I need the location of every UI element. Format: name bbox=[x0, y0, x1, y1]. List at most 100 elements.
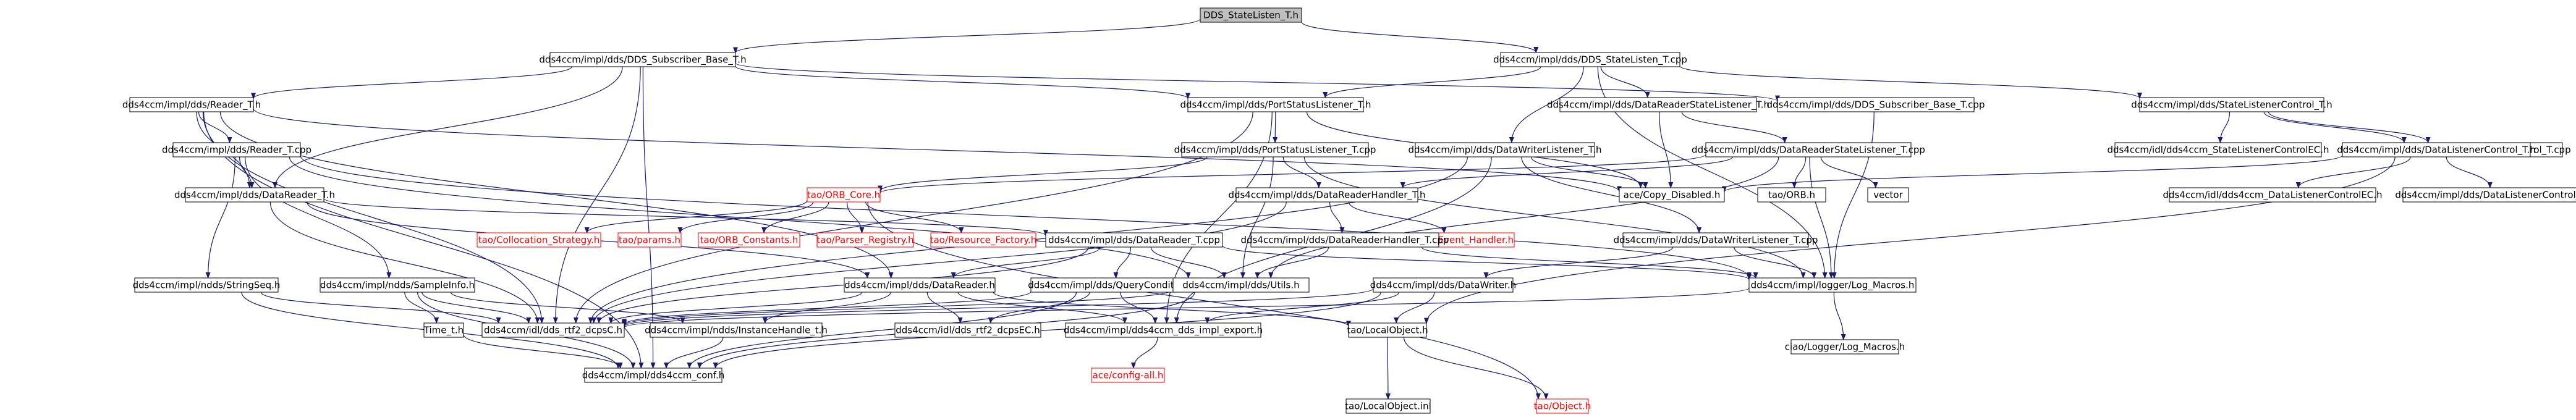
graph-node-drh-cpp[interactable]: dds4ccm/impl/dds/DataReaderHandler_T.cpp bbox=[1241, 232, 1449, 248]
graph-node-drsl-h[interactable]: dds4ccm/impl/dds/DataReaderStateListener… bbox=[1547, 97, 1769, 112]
graph-node-sampleinfo[interactable]: dds4ccm/impl/ndds/SampleInfo.h bbox=[320, 277, 475, 293]
graph-node-event-handler[interactable]: ace/Event_Handler.h bbox=[1417, 232, 1515, 248]
graph-node-orb-h[interactable]: tao/ORB.h bbox=[1757, 187, 1826, 203]
graph-node-tao-object[interactable]: tao/Object.h bbox=[1534, 398, 1591, 414]
node-label: ace/Event_Handler.h bbox=[1418, 235, 1514, 246]
edge-reader_h-to-copy_disabled bbox=[253, 108, 1622, 193]
graph-node-dwl-cpp[interactable]: dds4ccm/impl/dds/DataWriterListener_T.cp… bbox=[1614, 232, 1818, 248]
node-label: dds4ccm/idl/dds4ccm_DataListenerControlE… bbox=[2163, 190, 2382, 201]
node-box bbox=[1200, 7, 1302, 23]
graph-node-root[interactable]: DDS_StateListen_T.h bbox=[1200, 7, 1302, 23]
edge-drsl_cpp-to-drh_h bbox=[1400, 156, 1733, 188]
node-label: tao/Collocation_Strategy.h bbox=[478, 235, 600, 246]
edge-utils-to-rtidds bbox=[622, 289, 1174, 326]
node-box bbox=[1250, 232, 1439, 248]
graph-node-params[interactable]: tao/params.h bbox=[617, 232, 682, 248]
node-box bbox=[1619, 187, 1725, 203]
graph-node-log-macros-h[interactable]: dds4ccm/impl/logger/Log_Macros.h bbox=[1748, 277, 1917, 293]
edge-datawriter-to-impl_export bbox=[1205, 292, 1400, 324]
edge-psl_cpp-to-log_macros_h bbox=[1303, 156, 1806, 279]
graph-node-dlc-idl[interactable]: dds4ccm/idl/dds4ccm_DataListenerControlE… bbox=[2163, 187, 2383, 203]
node-label: Time_t.h bbox=[423, 325, 464, 337]
graph-node-time-t[interactable]: Time_t.h bbox=[423, 322, 464, 338]
graph-node-dlc-h[interactable]: dds4ccm/impl/dds/DataListenerControl_T.h bbox=[2337, 142, 2536, 158]
graph-node-psl-cpp[interactable]: dds4ccm/impl/dds/PortStatusListener_T.cp… bbox=[1174, 142, 1376, 158]
graph-node-dlc-cpp[interactable]: dds4ccm/impl/dds/DataListenerControl_T.c… bbox=[2395, 187, 2576, 203]
node-box bbox=[423, 322, 464, 338]
node-label: tao/params.h bbox=[619, 235, 680, 246]
graph-node-utils[interactable]: dds4ccm/impl/dds/Utils.h bbox=[1172, 277, 1310, 293]
edge-orb_core-to-tao_object bbox=[867, 201, 1541, 400]
graph-node-ciao-log[interactable]: ciao/Logger/Log_Macros.h bbox=[1785, 339, 1905, 355]
graph-node-sub-base-cpp[interactable]: dds4ccm/impl/dds/DDS_Subscriber_Base_T.c… bbox=[1767, 97, 1985, 112]
node-label: tao/Object.h bbox=[1534, 401, 1591, 412]
edge-orb_core-to-params bbox=[677, 201, 814, 233]
node-label: dds4ccm/impl/dds/DataReader_T.h bbox=[174, 190, 335, 201]
edge-dlc_h-to-local_object bbox=[1424, 156, 2396, 324]
node-box bbox=[320, 277, 475, 293]
graph-node-port-status-h[interactable]: dds4ccm/impl/dds/PortStatusListener_T.h bbox=[1180, 97, 1371, 112]
graph-node-dwl-h[interactable]: dds4ccm/impl/dds/DataWriterListener_T.h bbox=[1408, 142, 1602, 158]
graph-node-reader-cpp[interactable]: dds4ccm/impl/dds/Reader_T.cpp bbox=[162, 142, 311, 158]
node-label: dds4ccm/impl/dds/DataReaderHandler_T.h bbox=[1228, 190, 1425, 201]
graph-node-config-all[interactable]: ace/config-all.h bbox=[1091, 368, 1165, 383]
node-box bbox=[1235, 187, 1418, 203]
edge-sub_base_h-to-datareader_h bbox=[273, 66, 623, 188]
graph-node-orb-core[interactable]: tao/ORB_Core.h bbox=[807, 187, 881, 203]
node-label: dds4ccm/idl/dds_rtf2_dcpsEC.h bbox=[896, 325, 1040, 337]
graph-node-reader-h[interactable]: dds4ccm/impl/dds/Reader_T.h bbox=[122, 97, 261, 112]
edge-drh_cpp-to-log_macros_h bbox=[1421, 246, 1758, 279]
graph-node-ace-vector[interactable]: vector bbox=[1867, 187, 1909, 203]
edge-reader_cpp-to-utils bbox=[289, 156, 1191, 279]
graph-node-collocation[interactable]: tao/Collocation_Strategy.h bbox=[477, 232, 601, 248]
node-label: dds4ccm/impl/dds4ccm_conf.h bbox=[582, 370, 725, 382]
edge-slc_h-to-dlc_h bbox=[2263, 111, 2407, 143]
graph-node-dcpsec[interactable]: dds4ccm/idl/dds_rtf2_dcpsEC.h bbox=[894, 322, 1041, 338]
node-label: dds4ccm/impl/dds/DataListenerControl_T.c… bbox=[2395, 190, 2576, 201]
edge-sub_base_cpp-to-log_macros_h bbox=[1831, 111, 1875, 279]
node-box bbox=[1181, 142, 1369, 158]
graph-node-local-object[interactable]: tao/LocalObject.h bbox=[1347, 322, 1428, 338]
graph-node-rtidds[interactable]: dds4ccm/idl/dds_rtf2_dcpsC.h bbox=[481, 322, 625, 338]
node-label: dds4ccm/impl/dds/PortStatusListener_T.cp… bbox=[1174, 145, 1376, 156]
edge-state_listen_cpp-to-slc_h bbox=[1679, 65, 2142, 99]
node-label: dds4ccm/impl/dds/QueryCondition.h bbox=[1028, 280, 1197, 291]
node-box bbox=[1415, 142, 1595, 158]
graph-node-datawriter[interactable]: dds4ccm/impl/dds/DataWriter.h bbox=[1370, 277, 1516, 293]
graph-node-state-listen-cpp[interactable]: dds4ccm/impl/dds/DDS_StateListen_T.cpp bbox=[1493, 52, 1687, 67]
graph-node-sub-base-h[interactable]: dds4ccm/impl/dds/DDS_Subscriber_Base_T.h bbox=[539, 52, 747, 67]
edge-datareader_impl-to-local_object bbox=[993, 292, 1351, 327]
graph-node-instancehandle[interactable]: dds4ccm/impl/ndds/InstanceHandle_t.h bbox=[645, 322, 828, 338]
edge-root-to-sub_base_h bbox=[733, 18, 1201, 54]
node-label: dds4ccm/impl/dds4ccm_dds_impl_export.h bbox=[1064, 325, 1263, 337]
node-box bbox=[1172, 277, 1310, 293]
node-label: dds4ccm/impl/dds/DDS_Subscriber_Base_T.h bbox=[539, 54, 746, 66]
node-box bbox=[1345, 398, 1431, 414]
graph-node-impl-export[interactable]: dds4ccm/impl/dds4ccm_dds_impl_export.h bbox=[1064, 322, 1263, 338]
graph-node-conf[interactable]: dds4ccm/impl/dds4ccm_conf.h bbox=[582, 368, 725, 383]
graph-node-parser-registry[interactable]: tao/Parser_Registry.h bbox=[816, 232, 914, 248]
graph-node-stringseq[interactable]: dds4ccm/impl/ndds/StringSeq.h bbox=[133, 277, 281, 293]
graph-node-datareader-h[interactable]: dds4ccm/impl/dds/DataReader_T.h bbox=[174, 187, 335, 203]
graph-node-slc-idl[interactable]: dds4ccm/idl/dds4ccm_StateListenerControl… bbox=[2108, 142, 2329, 158]
graph-node-local-object-inl[interactable]: tao/LocalObject.inl bbox=[1345, 398, 1431, 414]
node-box bbox=[129, 97, 254, 112]
graph-node-orb-constants[interactable]: tao/ORB_Constants.h bbox=[698, 232, 800, 248]
graph-node-datareader-cpp[interactable]: dds4ccm/impl/dds/DataReader_T.cpp bbox=[1045, 232, 1223, 248]
node-label: ciao/Logger/Log_Macros.h bbox=[1785, 342, 1905, 353]
graph-node-slc-h[interactable]: dds4ccm/impl/dds/StateListenerControl_T.… bbox=[2131, 97, 2332, 112]
graph-node-drh-h[interactable]: dds4ccm/impl/dds/DataReaderHandler_T.h bbox=[1228, 187, 1426, 203]
edge-orb_core-to-orb_constants bbox=[761, 201, 829, 233]
graph-node-drsl-cpp[interactable]: dds4ccm/impl/dds/DataReaderStateListener… bbox=[1692, 142, 1925, 158]
graph-node-querycondition[interactable]: dds4ccm/impl/dds/QueryCondition.h bbox=[1028, 277, 1197, 293]
edge-root-to-state_listen_cpp bbox=[1301, 21, 1539, 53]
node-box bbox=[2342, 142, 2531, 158]
edge-dlc_h-to-dlc_cpp bbox=[2446, 156, 2493, 188]
graph-node-resource-factory[interactable]: tao/Resource_Factory.h bbox=[930, 232, 1037, 248]
edge-orb_core-to-parser_registry bbox=[846, 201, 865, 233]
edge-drh_cpp-to-utils bbox=[1255, 246, 1329, 279]
node-label: tao/LocalObject.h bbox=[1347, 325, 1428, 336]
graph-node-copy-disabled[interactable]: ace/Copy_Disabled.h bbox=[1619, 187, 1725, 203]
graph-node-datareader-impl[interactable]: dds4ccm/impl/dds/DataReader.h bbox=[844, 277, 996, 293]
node-label: dds4ccm/impl/dds/DDS_StateListen_T.cpp bbox=[1493, 54, 1687, 66]
